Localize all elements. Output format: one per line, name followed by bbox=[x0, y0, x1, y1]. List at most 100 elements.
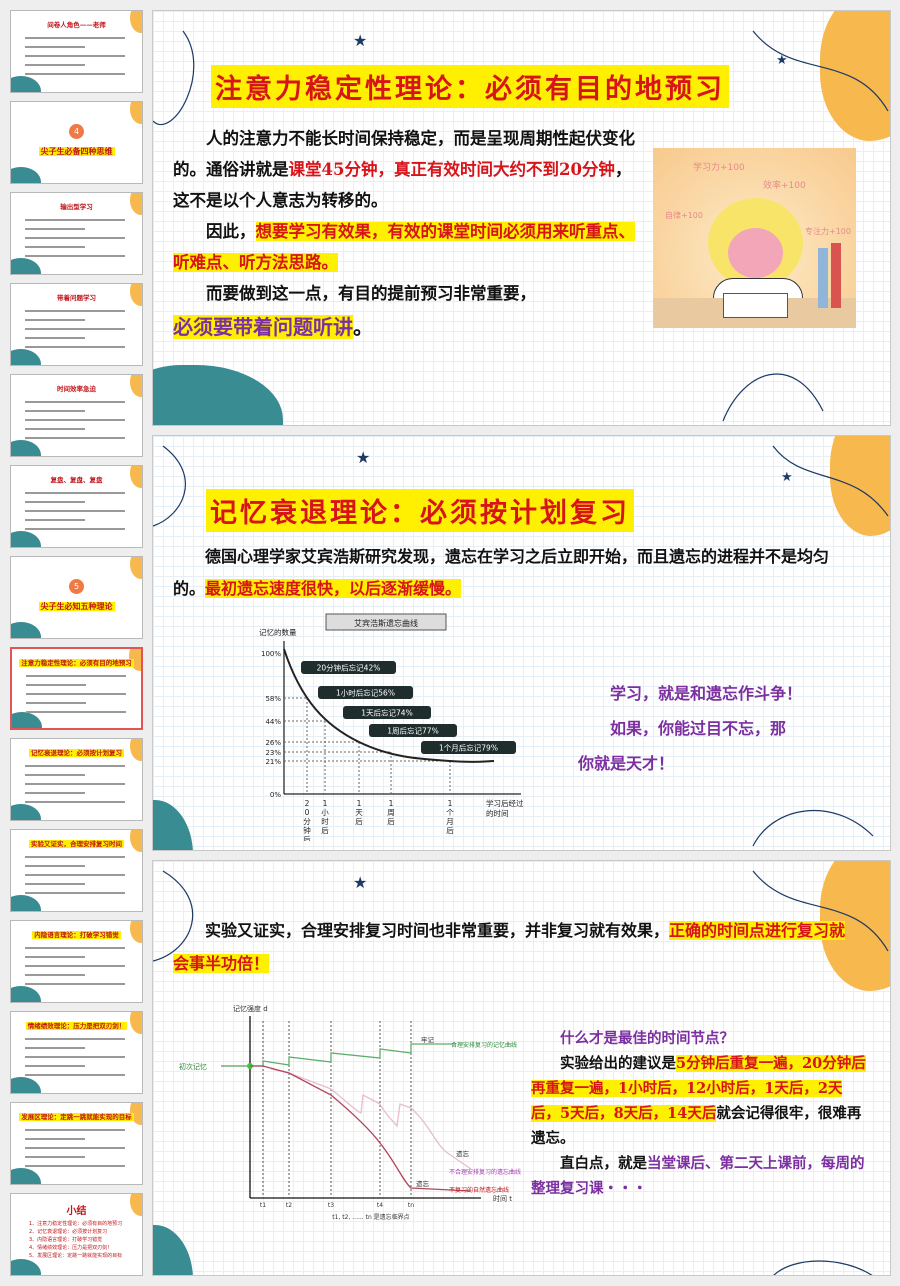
text-placeholder bbox=[25, 219, 125, 221]
x-tick-label: 时 bbox=[321, 816, 329, 826]
text-placeholder bbox=[25, 528, 125, 530]
thumbnail-title: 实验又证实，合理安排复习时间 bbox=[29, 840, 124, 848]
annotation-box bbox=[318, 686, 413, 699]
text-placeholder bbox=[25, 974, 85, 976]
illustration-label: 学习力+100 bbox=[693, 163, 745, 173]
slide-title: 注意力稳定性理论：必须有目的地预习 bbox=[211, 65, 729, 108]
illustration-label: 自律+100 bbox=[665, 211, 703, 220]
text-placeholder bbox=[25, 1156, 85, 1158]
x-tick-label: 钟 bbox=[303, 825, 311, 835]
text-placeholder bbox=[25, 37, 125, 39]
illustration-label: 专注力+100 bbox=[805, 227, 851, 236]
quote-line: 如果，你能过目不忘，那 bbox=[610, 719, 787, 738]
text-placeholder bbox=[25, 73, 125, 75]
red-emphasis: 课堂45分钟，真正有效时间大约不到20分钟 bbox=[288, 160, 615, 179]
decor bbox=[11, 258, 41, 274]
slide-thumbnail[interactable]: 输出型学习 bbox=[10, 192, 143, 275]
thumbnail-title: 时间效率急迫 bbox=[57, 385, 96, 393]
thumbnail-title: 尖子生必备四种思维 bbox=[38, 147, 115, 156]
illustration-label: 效率+100 bbox=[763, 181, 806, 191]
decor-teal-blob bbox=[153, 365, 283, 425]
decor bbox=[130, 830, 142, 852]
forget-label: 遗忘 bbox=[416, 1179, 430, 1188]
decor bbox=[130, 466, 142, 488]
slide-thumbnail[interactable]: 记忆衰退理论：必须按计划复习 bbox=[10, 738, 143, 821]
forget-label: 遗忘 bbox=[456, 1149, 470, 1158]
ebbinghaus-chart: 艾宾浩斯遗忘曲线记忆的数量100%58%44%26%23%21%0%20分钟后2… bbox=[259, 613, 524, 841]
text-placeholder bbox=[25, 1065, 85, 1067]
text-placeholder bbox=[25, 1038, 125, 1040]
y-axis-label: 记忆的数量 bbox=[259, 627, 297, 637]
text-placeholder bbox=[25, 883, 85, 885]
y-tick-label: 23% bbox=[265, 749, 281, 757]
decor-orange-blob bbox=[830, 436, 890, 536]
decor bbox=[11, 440, 41, 456]
text-placeholder bbox=[25, 410, 85, 412]
reasonable-review-curve bbox=[250, 1043, 456, 1067]
y-tick-label: 44% bbox=[265, 718, 281, 726]
annotation-box bbox=[301, 661, 396, 674]
decor bbox=[11, 167, 41, 183]
x-axis-label: 的时间 bbox=[486, 808, 509, 818]
x-tick-label: 后 bbox=[446, 825, 454, 835]
review-advice: 什么才是最佳的时间节点？ 实验给出的建议是5分钟后重复一遍，20分钟后再重复一遍… bbox=[531, 1026, 866, 1201]
x-tick-label: t1 bbox=[260, 1202, 266, 1209]
decor bbox=[130, 921, 142, 943]
star-icon: ★ bbox=[776, 53, 788, 68]
slide-thumbnail[interactable]: 5 尖子生必知五种理论 bbox=[10, 556, 143, 639]
green-curve-label: 合理安排复习的记忆曲线 bbox=[451, 1041, 517, 1049]
text-placeholder bbox=[25, 337, 85, 339]
text-placeholder bbox=[25, 983, 125, 985]
x-tick-label: 周 bbox=[387, 808, 395, 817]
decor bbox=[11, 622, 41, 638]
slide-thumbnail[interactable]: 带着问题学习 bbox=[10, 283, 143, 366]
text-placeholder bbox=[25, 765, 125, 767]
purple-emphasis: 当堂课后、第二天上课前，每周的整理复习课・・・ bbox=[531, 1155, 865, 1197]
section-number: 5 bbox=[69, 579, 84, 594]
x-tick-label: tn bbox=[408, 1202, 414, 1209]
y-tick-label: 0% bbox=[270, 791, 281, 799]
text-placeholder bbox=[25, 310, 125, 312]
x-tick-label: 1 bbox=[357, 799, 362, 808]
text: ，这不是以个人意志为转移的。 bbox=[173, 160, 632, 210]
text-placeholder bbox=[25, 865, 85, 867]
x-tick-label: 天 bbox=[355, 808, 363, 817]
slide-thumbnail[interactable]: 时间效率急迫 bbox=[10, 374, 143, 457]
firm-label: 牢记 bbox=[421, 1035, 435, 1044]
x-axis-label: 时间 t bbox=[493, 1194, 512, 1203]
decor bbox=[130, 557, 142, 579]
thumbnail-title: 复盘、复盘、复盘 bbox=[50, 476, 103, 484]
text-placeholder bbox=[25, 246, 85, 248]
slide-thumbnail[interactable]: 情绪绩效理论：压力是把双刃剑！ bbox=[10, 1011, 143, 1094]
decor bbox=[130, 1194, 142, 1216]
slide-thumbnail[interactable]: 实验又证实，合理安排复习时间 bbox=[10, 829, 143, 912]
text-placeholder bbox=[25, 255, 125, 257]
decor bbox=[130, 11, 142, 33]
text-placeholder bbox=[25, 1147, 125, 1149]
slide-thumbnail[interactable]: 内隐语言理论：打破学习错觉 bbox=[10, 920, 143, 1003]
text-placeholder bbox=[25, 510, 125, 512]
x-tick-label: 小 bbox=[321, 808, 329, 817]
x-tick-label: 月 bbox=[446, 817, 454, 826]
slide-thumbnail[interactable]: 复盘、复盘、复盘 bbox=[10, 465, 143, 548]
slide-attention-theory: ★ ★ 注意力稳定性理论：必须有目的地预习 人的注意力不能长时间保持稳定，而是呈… bbox=[152, 10, 891, 426]
star-icon: ★ bbox=[781, 470, 793, 485]
x-tick-label: t2 bbox=[286, 1202, 292, 1209]
text-placeholder bbox=[25, 328, 125, 330]
thumbnail-title: 尖子生必知五种理论 bbox=[38, 602, 115, 611]
slide-thumbnail[interactable]: 间卷人角色——老师 bbox=[10, 10, 143, 93]
text-placeholder bbox=[25, 1129, 125, 1131]
text-placeholder bbox=[26, 711, 126, 713]
slide-thumbnail[interactable]: 发展区理论：定跳一跳就能实现的目标 bbox=[10, 1102, 143, 1185]
summary-item: 1、注意力稳定性理论：必须有目的地预习 bbox=[29, 1221, 123, 1227]
decor bbox=[12, 712, 42, 728]
annotation: 1个月后忘记79% bbox=[439, 743, 498, 753]
y-tick-label: 100% bbox=[261, 650, 281, 658]
slide-thumbnail[interactable]: 注意力稳定性理论：必须有目的地预习 bbox=[10, 647, 143, 730]
thumbnail-title: 注意力稳定性理论：必须有目的地预习 bbox=[19, 659, 134, 667]
x-tick-label: 后 bbox=[321, 825, 329, 835]
